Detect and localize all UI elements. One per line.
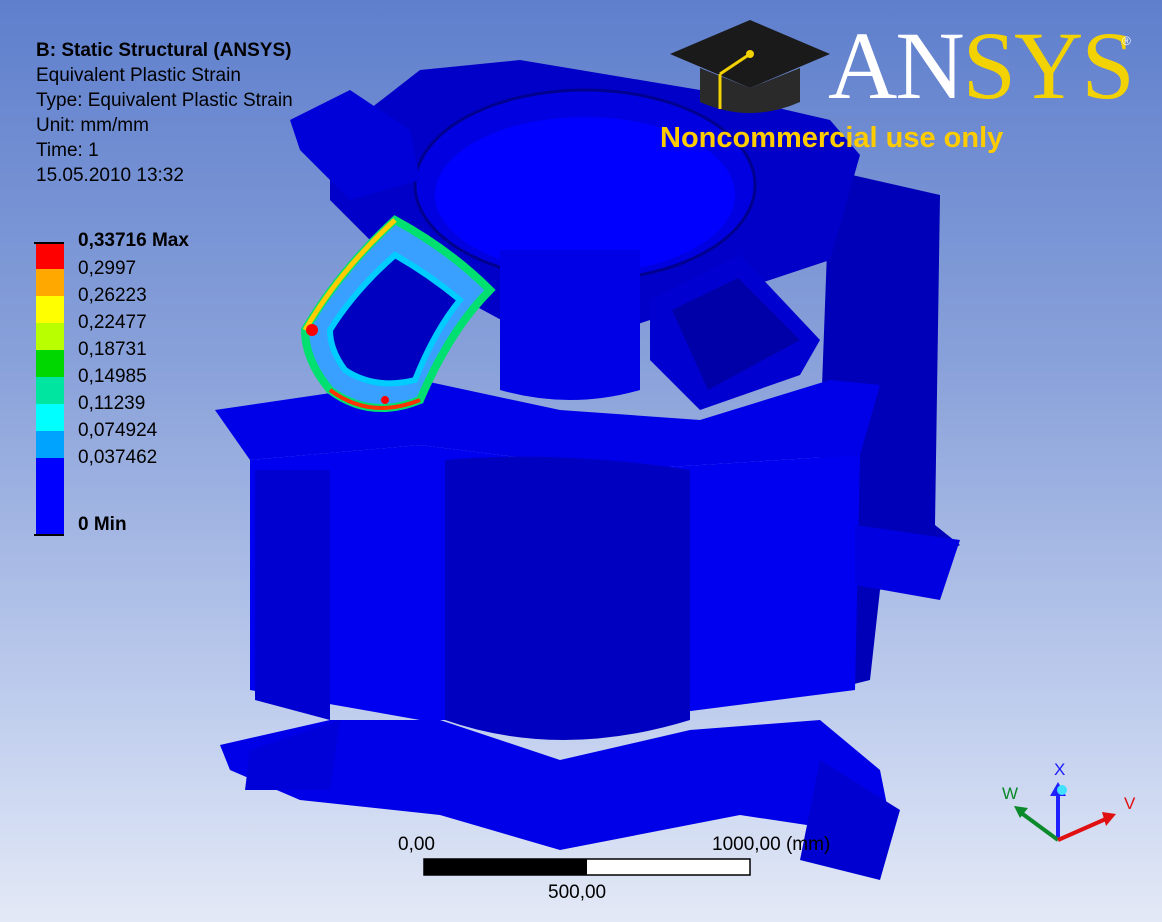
legend-swatch-10 xyxy=(36,485,64,536)
model-bottom-left-wing xyxy=(245,720,340,790)
result-type: Type: Equivalent Plastic Strain xyxy=(36,90,293,111)
graduation-cap-icon xyxy=(670,20,830,113)
scale-end-label: 1000,00 (mm) xyxy=(712,834,831,855)
legend-label-min: 0 Min xyxy=(78,514,127,535)
model-top-cylinder-inner xyxy=(435,117,735,273)
model-left-wall xyxy=(255,470,330,720)
contour-legend[interactable]: 0,33716 Max 0,2997 0,26223 0,22477 0,187… xyxy=(34,228,216,538)
legend-swatch-9 xyxy=(36,458,64,485)
noncommercial-notice: Noncommercial use only xyxy=(660,122,1004,154)
legend-frame xyxy=(34,242,64,536)
legend-swatch-2 xyxy=(36,269,64,296)
legend-label: 0,11239 xyxy=(78,393,146,414)
scale-bar xyxy=(423,858,751,876)
model-lower-flange xyxy=(220,720,890,850)
result-time: Time: 1 xyxy=(36,140,99,161)
model-bottom-right-wing xyxy=(800,760,900,880)
legend-swatch-7 xyxy=(36,404,64,431)
triad-v-label: V xyxy=(1124,794,1136,813)
legend-swatch-6 xyxy=(36,377,64,404)
legend-label: 0,074924 xyxy=(78,420,158,441)
legend-swatch-4 xyxy=(36,323,64,350)
triad-w-label: W xyxy=(1002,784,1019,803)
axis-triad xyxy=(1014,782,1116,842)
analysis-title: B: Static Structural (ANSYS) xyxy=(36,40,292,61)
model-cylinder-neck xyxy=(500,250,640,400)
model-central-cylinder xyxy=(445,456,690,740)
legend-swatch-5 xyxy=(36,350,64,377)
legend-label: 0,26223 xyxy=(78,285,147,306)
model-right-gusset-pocket xyxy=(672,278,800,390)
model-right-flange-nub xyxy=(855,525,960,600)
scale-start-label: 0,00 xyxy=(398,834,435,855)
legend-swatch-8 xyxy=(36,431,64,458)
result-unit: Unit: mm/mm xyxy=(36,115,149,136)
legend-label: 0,037462 xyxy=(78,447,158,468)
legend-label: 0,14985 xyxy=(78,366,147,387)
model-top-left-tab xyxy=(290,90,420,200)
registered-mark: ® xyxy=(1122,34,1131,48)
ansys-wordmark: ANSYS xyxy=(828,12,1135,119)
ansys-watermark: ANSYS ® Noncommercial use only xyxy=(660,14,1140,164)
result-info-header: B: Static Structural (ANSYS) Equivalent … xyxy=(36,38,293,188)
scale-mid-label: 500,00 xyxy=(548,882,607,903)
legend-label: 0,18731 xyxy=(78,339,147,360)
triad-x-label: X xyxy=(1054,760,1066,779)
result-timestamp: 15.05.2010 13:32 xyxy=(36,165,184,186)
strain-hotspot xyxy=(300,215,496,412)
legend-swatch-1 xyxy=(36,242,64,269)
legend-label: 0,2997 xyxy=(78,258,137,279)
legend-label: 0,22477 xyxy=(78,312,147,333)
result-name: Equivalent Plastic Strain xyxy=(36,65,241,86)
legend-label-max: 0,33716 Max xyxy=(78,230,189,251)
legend-swatch-3 xyxy=(36,296,64,323)
